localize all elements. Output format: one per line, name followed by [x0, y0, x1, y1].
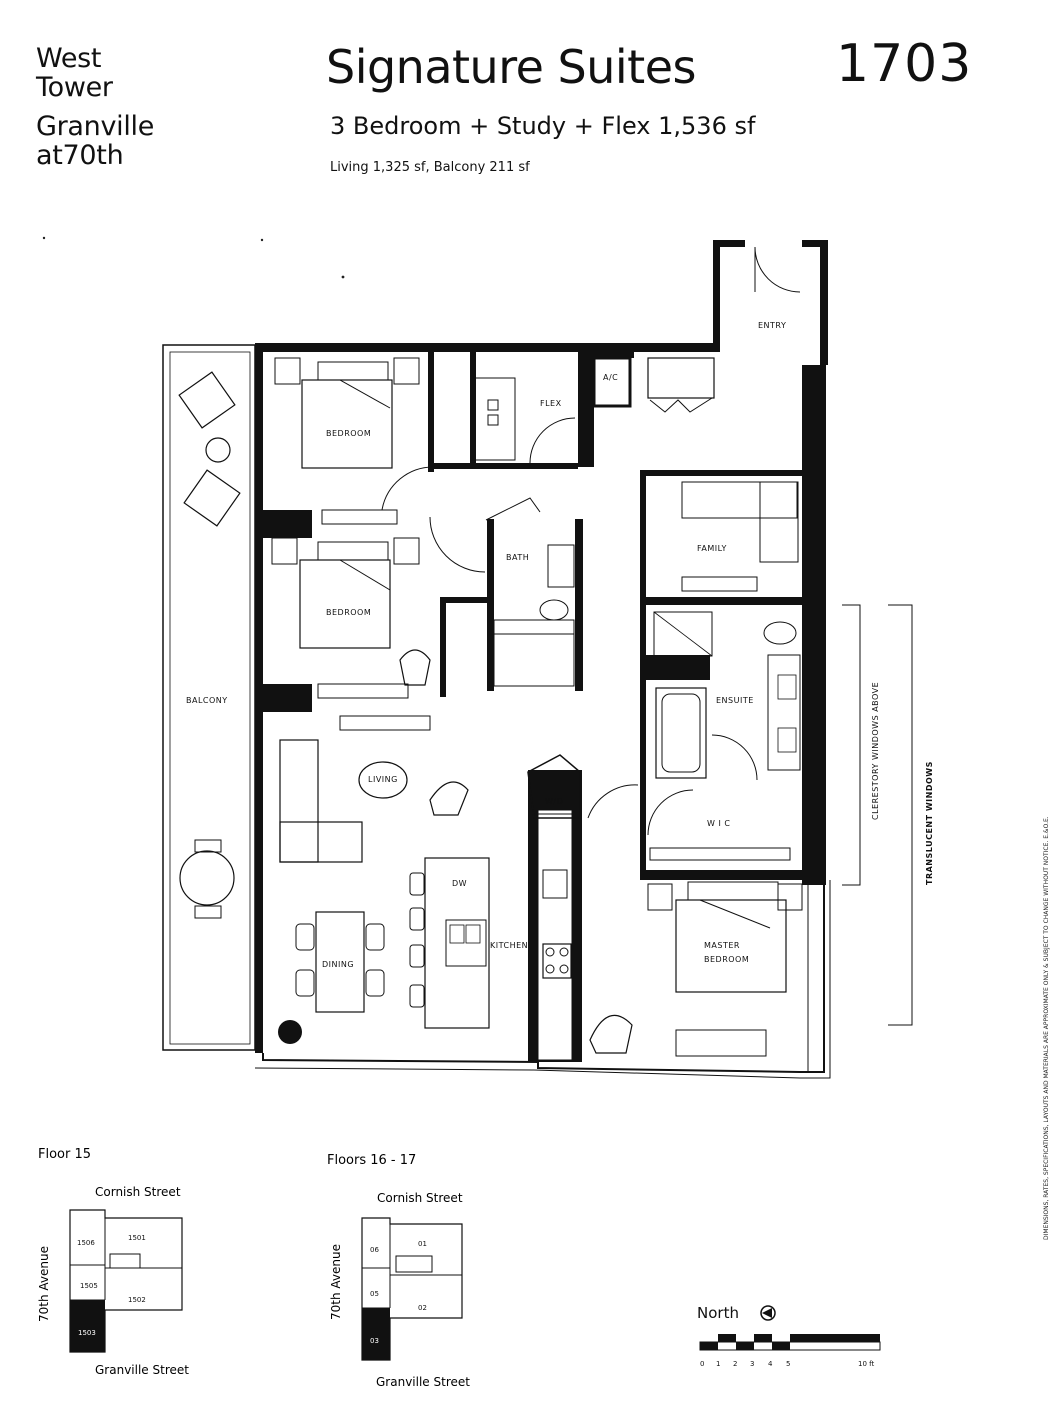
tower-line-1: West [36, 43, 102, 74]
key-plan-16-unit-3: 05 [370, 1290, 379, 1298]
room-label-entry: ENTRY [758, 321, 786, 330]
scale-tick-1: 1 [716, 1360, 720, 1368]
room-label-bedroom-1: BEDROOM [326, 429, 371, 438]
key-plan-15-south-street: Granville Street [95, 1363, 189, 1377]
suite-description: 3 Bedroom + Study + Flex 1,536 sf [330, 112, 756, 140]
project-line-2: at70th [36, 140, 124, 171]
key-plan-16-unit-2: 01 [418, 1240, 427, 1248]
room-label-flex: FLEX [540, 399, 562, 408]
window-annotations: CLERESTORY WINDOWS ABOVE TRANSLUCENT WIN… [842, 604, 1050, 1240]
scale-tick-3: 3 [750, 1360, 754, 1368]
north-arrow-icon [760, 1305, 776, 1321]
scale-tick-0: 0 [700, 1360, 704, 1368]
room-label-wic: W I C [707, 819, 730, 828]
room-label-dw: DW [452, 879, 467, 888]
area-breakdown: Living 1,325 sf, Balcony 211 sf [330, 160, 530, 175]
key-plan-16-label: Floors 16 - 17 [327, 1153, 416, 1168]
key-plan-16-unit-4: 02 [418, 1304, 427, 1312]
room-label-dining: DINING [322, 960, 354, 969]
room-label-master-1: MASTER [704, 941, 740, 950]
key-plan-15-west-street: 70th Avenue [37, 1246, 51, 1322]
scale-tick-10: 10 ft [858, 1360, 874, 1368]
room-label-wd: W/D [545, 797, 563, 806]
room-label-bedroom-2: BEDROOM [326, 608, 371, 617]
clerestory-note: CLERESTORY WINDOWS ABOVE [871, 682, 880, 820]
key-plan-15-unit-1: 1506 [77, 1239, 95, 1247]
key-plan-16-unit-1: 06 [370, 1246, 379, 1254]
room-label-ac: A/C [603, 373, 618, 382]
room-label-balcony: BALCONY [186, 696, 228, 705]
exterior-facade [254, 880, 831, 1079]
room-label-family: FAMILY [697, 544, 727, 553]
room-label-bath: BATH [506, 553, 529, 562]
room-label-ensuite: ENSUITE [716, 696, 754, 705]
scale-tick-2: 2 [733, 1360, 737, 1368]
key-plan-15-north-street: Cornish Street [95, 1185, 181, 1199]
page-title: Signature Suites [326, 40, 696, 94]
key-plan-16-north-street: Cornish Street [377, 1191, 463, 1205]
key-plan-15-unit-3: 1505 [80, 1282, 98, 1290]
room-label-living: LIVING [368, 775, 398, 784]
disclaimer-note: DIMENSIONS, RATES, SPECIFICATIONS, LAYOU… [1043, 816, 1050, 1240]
walls [255, 240, 828, 1062]
key-plan-floor-15: Floor 15 Cornish Street Granville Street… [37, 1147, 189, 1377]
north-label: North [697, 1304, 739, 1322]
unit-number: 1703 [836, 34, 973, 94]
project-line-1: Granville [36, 111, 155, 142]
translucent-note: TRANSLUCENT WINDOWS [925, 761, 934, 885]
key-plan-16-west-street: 70th Avenue [329, 1244, 343, 1320]
key-plan-15-label: Floor 15 [38, 1147, 91, 1162]
scale-bar: 0 1 2 3 4 5 10 ft [699, 1334, 881, 1368]
scale-tick-4: 4 [768, 1360, 773, 1368]
room-label-master-2: BEDROOM [704, 955, 749, 964]
key-plan-15-unit-2: 1501 [128, 1234, 146, 1242]
key-plan-floors-16-17: Floors 16 - 17 Cornish Street Granville … [327, 1153, 470, 1389]
scale-tick-5: 5 [786, 1360, 790, 1368]
key-plan-15-unit-4: 1502 [128, 1296, 146, 1304]
key-plan-15-unit-5: 1503 [78, 1329, 96, 1337]
tower-line-2: Tower [36, 72, 113, 103]
key-plan-16-unit-5: 03 [370, 1337, 379, 1345]
building-info: West Tower Granville at70th [36, 44, 154, 170]
key-plan-16-south-street: Granville Street [376, 1375, 470, 1389]
room-label-kitchen: KITCHEN [490, 941, 528, 950]
